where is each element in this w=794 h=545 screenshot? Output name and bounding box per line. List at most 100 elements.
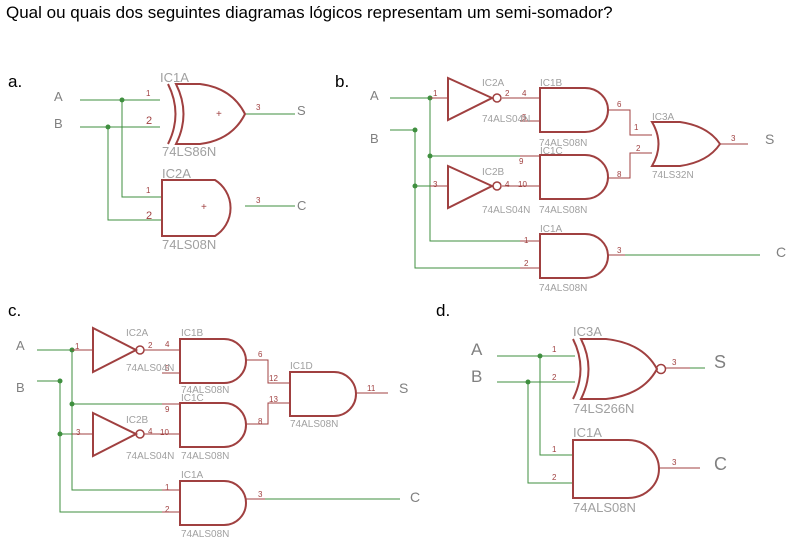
- inverter-b1: [447, 76, 495, 122]
- signal-b-in: B: [471, 367, 482, 386]
- svg-text:2: 2: [165, 505, 170, 514]
- and-c3-part: 74ALS08N: [181, 529, 229, 540]
- diagram-b-wires: [390, 97, 760, 269]
- svg-text:12: 12: [269, 374, 278, 383]
- signal-c-out: C: [410, 489, 420, 505]
- svg-text:1: 1: [433, 89, 438, 98]
- svg-text:9: 9: [165, 405, 170, 414]
- signal-a-in: A: [54, 89, 63, 104]
- signal-c-out: C: [297, 198, 306, 213]
- xnor-d-name: IC3A: [573, 324, 602, 339]
- and-gate-c4: [289, 371, 357, 417]
- svg-text:2: 2: [146, 115, 152, 127]
- or-b-part: 74LS32N: [652, 170, 694, 181]
- or-gate-b: [650, 121, 722, 167]
- svg-text:1: 1: [634, 123, 639, 132]
- svg-text:1: 1: [524, 236, 529, 245]
- svg-text:2: 2: [636, 144, 641, 153]
- and-b2-name: IC1C: [540, 146, 563, 157]
- xnor-d-part: 74LS266N: [573, 401, 634, 416]
- svg-text:2: 2: [552, 473, 557, 482]
- signal-s-out: S: [714, 352, 726, 372]
- svg-text:3: 3: [672, 458, 677, 467]
- signal-b-in: B: [16, 380, 25, 395]
- diagram-c-pins: [72, 349, 388, 513]
- svg-text:3: 3: [433, 180, 438, 189]
- signal-c-out: C: [776, 244, 786, 260]
- diagram-d: 12 3 12 3 IC3A 74LS266N IC1A 74ALS08N A …: [471, 324, 727, 515]
- inv-b1-name: IC2A: [482, 78, 505, 89]
- signal-b-in: B: [370, 131, 379, 146]
- and-a-part: 74LS08N: [162, 237, 216, 252]
- option-a-label: a.: [8, 72, 23, 91]
- svg-text:3: 3: [672, 358, 677, 367]
- svg-text:1: 1: [146, 186, 151, 195]
- inv-c1-part: 74ALS04N: [126, 363, 174, 374]
- svg-text:4: 4: [505, 180, 510, 189]
- svg-text:10: 10: [518, 180, 527, 189]
- inv-b1-part: 74ALS04N: [482, 114, 530, 125]
- inv-b2-part: 74ALS04N: [482, 205, 530, 216]
- diagram-b-pins: [430, 97, 748, 269]
- signal-a-in: A: [370, 88, 379, 103]
- svg-text:3: 3: [617, 246, 622, 255]
- svg-text:8: 8: [258, 417, 263, 426]
- and-gate-c1: [179, 338, 247, 384]
- svg-text:2: 2: [148, 341, 153, 350]
- junction-dot: [119, 97, 125, 103]
- and-d-part: 74ALS08N: [573, 500, 636, 515]
- diagram-c-wires: [37, 349, 400, 513]
- svg-text:6: 6: [258, 350, 263, 359]
- and-c1-part: 74ALS08N: [181, 385, 229, 396]
- signal-b-in: B: [54, 116, 63, 131]
- signal-s-out: S: [765, 131, 774, 147]
- svg-text:8: 8: [617, 170, 622, 179]
- and-gate-c2: [179, 402, 247, 448]
- svg-text:1: 1: [165, 483, 170, 492]
- and-gate-b3: [539, 233, 609, 279]
- xor-gate-a-back: [167, 83, 177, 145]
- inv-c2-name: IC2B: [126, 415, 149, 426]
- svg-text:6: 6: [617, 100, 622, 109]
- inv-c2-part: 74ALS04N: [126, 451, 174, 462]
- and-c4-part: 74ALS08N: [290, 419, 338, 430]
- inv-c1-name: IC2A: [126, 328, 149, 339]
- signal-c-out: C: [714, 454, 727, 474]
- and-b2-part: 74ALS08N: [539, 205, 587, 216]
- svg-text:+: +: [201, 202, 207, 213]
- svg-text:3: 3: [731, 134, 736, 143]
- and-b3-part: 74ALS08N: [539, 283, 587, 294]
- svg-text:5: 5: [522, 113, 527, 122]
- xnor-gate-d-back: [572, 338, 582, 400]
- svg-text:2: 2: [146, 210, 152, 222]
- xor-gate-a: [174, 83, 247, 145]
- and-d-name: IC1A: [573, 425, 602, 440]
- svg-text:1: 1: [75, 342, 80, 351]
- and-c1-name: IC1B: [181, 328, 204, 339]
- svg-text:3: 3: [258, 490, 263, 499]
- option-d-label: d.: [436, 301, 451, 320]
- and-gate-a: [161, 179, 232, 237]
- and-b3-name: IC1A: [540, 224, 563, 235]
- xor-a-name: IC1A: [160, 70, 189, 85]
- and-gate-c3: [179, 480, 247, 526]
- signal-a-in: A: [16, 338, 25, 353]
- svg-text:1: 1: [552, 345, 557, 354]
- signal-a-in: A: [471, 340, 483, 359]
- inverter-c1: [92, 326, 139, 374]
- svg-text:2: 2: [524, 259, 529, 268]
- option-c-label: c.: [8, 301, 22, 320]
- svg-text:9: 9: [519, 157, 524, 166]
- svg-text:1: 1: [146, 89, 151, 98]
- and-gate-b1: [539, 87, 609, 133]
- diagram-d-pins: [659, 367, 700, 469]
- svg-text:5: 5: [165, 364, 170, 373]
- signal-s-out: S: [297, 103, 306, 118]
- and-c2-part: 74ALS08N: [181, 451, 229, 462]
- junction-dot: [105, 124, 111, 130]
- svg-text:3: 3: [76, 428, 81, 437]
- option-b-label: b.: [335, 72, 350, 91]
